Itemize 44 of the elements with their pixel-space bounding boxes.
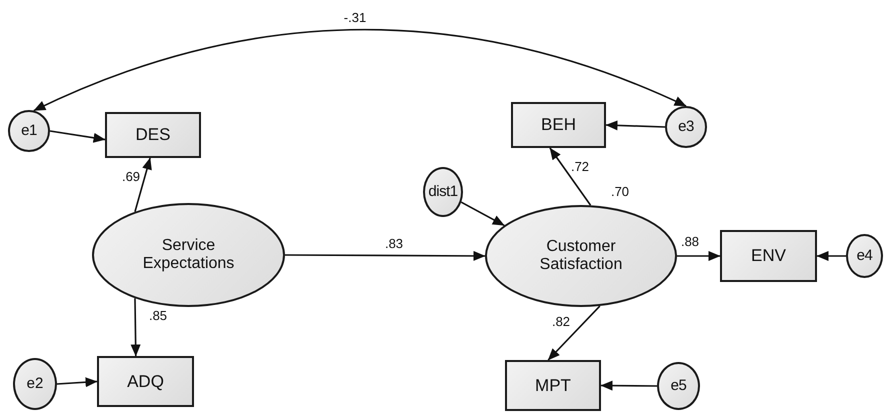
node-label: DES bbox=[136, 125, 170, 145]
arrow bbox=[134, 158, 152, 212]
node-annotation: .70 bbox=[610, 184, 630, 200]
arrow bbox=[816, 251, 846, 261]
arrow bbox=[50, 130, 106, 143]
edge-label: .83 bbox=[384, 236, 404, 252]
node-label: BEH bbox=[541, 115, 576, 135]
node-label: e1 bbox=[21, 122, 37, 140]
arrow bbox=[606, 120, 666, 130]
node-label: e3 bbox=[678, 118, 694, 136]
edge-label: .82 bbox=[550, 314, 572, 330]
arrow bbox=[460, 201, 505, 226]
node-label: MPT bbox=[535, 376, 571, 396]
node-label: e4 bbox=[856, 247, 872, 265]
arrow bbox=[285, 250, 486, 261]
edge-label: -.31 bbox=[342, 10, 368, 26]
observed-variable-box bbox=[511, 102, 606, 148]
node-label: ENV bbox=[751, 246, 786, 266]
error-term-circle bbox=[657, 362, 700, 410]
error-term-circle bbox=[846, 234, 883, 278]
arrow bbox=[548, 305, 600, 361]
error-term-circle bbox=[665, 106, 707, 148]
node-label: Service Expectations bbox=[142, 236, 236, 274]
edge-label: .85 bbox=[148, 308, 168, 324]
arrow bbox=[677, 251, 720, 261]
node-label: Customer Satisfaction bbox=[538, 238, 624, 274]
observed-variable-box bbox=[505, 360, 601, 411]
arrow bbox=[56, 377, 98, 388]
arrow bbox=[130, 298, 141, 356]
arrow bbox=[549, 148, 592, 206]
edge-label: .69 bbox=[120, 170, 142, 184]
double-headed-arrow bbox=[33, 28, 686, 112]
observed-variable-box bbox=[97, 356, 194, 407]
node-label: ADQ bbox=[127, 372, 164, 392]
observed-variable-box bbox=[105, 112, 201, 158]
edge-label: .88 bbox=[680, 234, 700, 250]
arrow bbox=[600, 380, 657, 391]
node-label: e2 bbox=[26, 375, 44, 393]
error-term-circle bbox=[13, 358, 57, 410]
error-term-circle bbox=[423, 167, 463, 217]
node-label: e5 bbox=[670, 377, 686, 395]
observed-variable-box bbox=[720, 230, 817, 282]
node-label: dist1 bbox=[428, 183, 458, 201]
error-term-circle bbox=[8, 110, 50, 152]
